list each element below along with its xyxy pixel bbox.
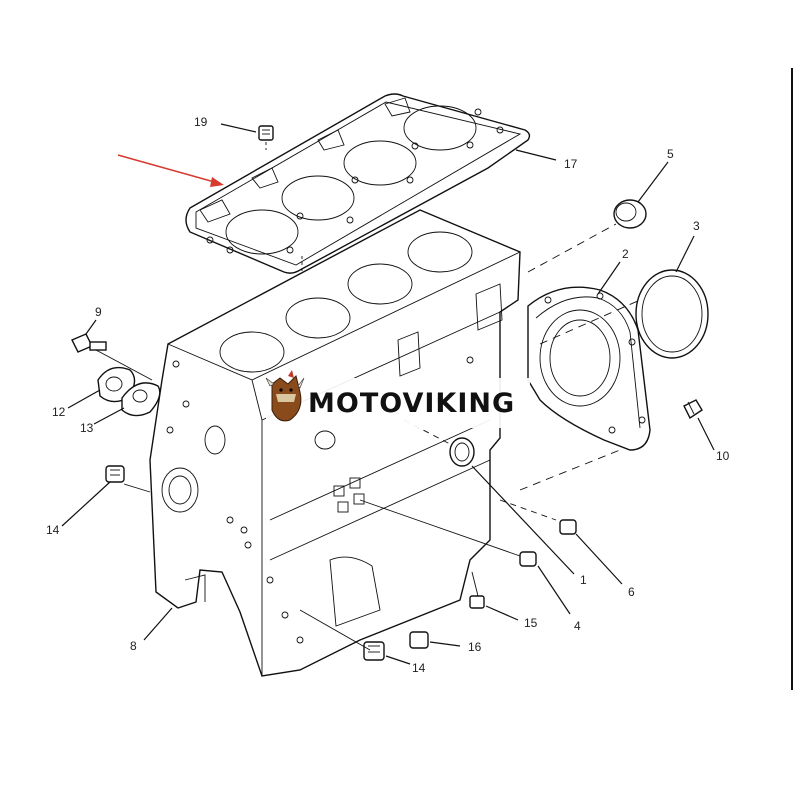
callout-9: 9 [95, 305, 102, 319]
callout-14-bottom: 14 [412, 661, 426, 675]
callout-12: 12 [52, 405, 66, 419]
callout-10: 10 [716, 449, 730, 463]
fitting-6 [559, 519, 577, 535]
plug-14-left [105, 465, 125, 483]
callout-13: 13 [80, 421, 94, 435]
cylinder-block [149, 209, 521, 677]
callout-2: 2 [622, 247, 629, 261]
rear-seal-3 [635, 269, 709, 359]
page-edge-line [791, 68, 793, 690]
plug-16 [409, 631, 429, 649]
gasket-13 [121, 382, 161, 417]
assembly-lines [95, 223, 641, 651]
rear-seal-housing-2 [527, 286, 651, 451]
callout-16: 16 [468, 640, 482, 654]
callout-14-left: 14 [46, 523, 60, 537]
brand-name: MOTOVIKING [308, 388, 515, 419]
callout-17: 17 [564, 157, 578, 171]
plug-14-bottom [363, 641, 385, 661]
head-gasket-17 [185, 93, 531, 274]
callout-3: 3 [693, 219, 700, 233]
callout-4: 4 [574, 619, 581, 633]
plug-4 [519, 551, 537, 567]
callout-labels: 19 17 5 2 3 9 12 13 10 14 1 6 8 4 15 16 … [46, 115, 730, 675]
bolt-15 [469, 595, 485, 609]
callout-1: 1 [580, 573, 587, 587]
viking-logo-icon [265, 370, 305, 422]
callout-8: 8 [130, 639, 137, 653]
callout-5: 5 [667, 147, 674, 161]
dowel-19 [258, 125, 274, 150]
bolt-9 [71, 333, 107, 353]
callout-6: 6 [628, 585, 635, 599]
callout-15: 15 [524, 616, 538, 630]
leader-lines [61, 123, 715, 665]
bushing-1 [449, 437, 475, 467]
motoviking-watermark: MOTOVIKING [265, 370, 530, 428]
cup-plug-5 [613, 199, 647, 229]
callout-19: 19 [194, 115, 208, 129]
red-pointer-arrow [117, 154, 224, 187]
bolt-10 [683, 399, 703, 420]
